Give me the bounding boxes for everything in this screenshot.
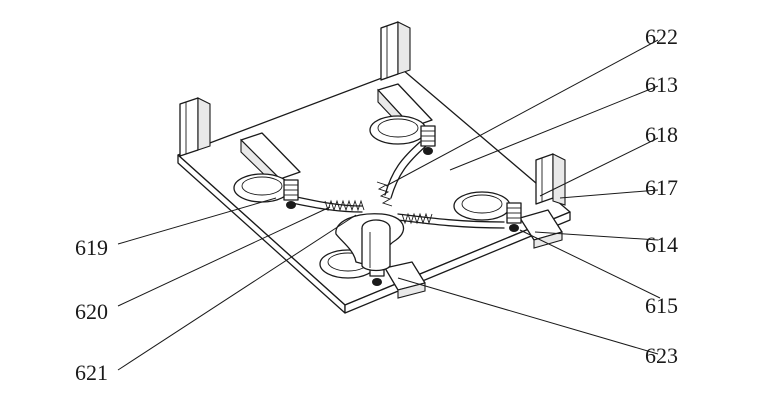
- valve-back: [420, 125, 436, 155]
- label-623: 623: [645, 343, 678, 368]
- label-613: 613: [645, 72, 678, 97]
- corner-post-left: [179, 97, 211, 157]
- bracket-right: [519, 209, 563, 249]
- suction-pad-back: [369, 115, 427, 145]
- label-617: 617: [645, 175, 678, 200]
- central-hub: [335, 213, 405, 272]
- spring-left: [324, 199, 365, 212]
- leader-621: [117, 214, 357, 371]
- spring-right: [401, 212, 433, 225]
- leader-618: [539, 137, 659, 197]
- leader-623: [397, 277, 659, 355]
- label-619: 619: [75, 235, 108, 260]
- corner-post-right: [535, 153, 566, 206]
- valve-right: [506, 202, 522, 232]
- callout-labels: 622 613 618 617 614 615 623 619 620 621: [75, 24, 678, 385]
- leader-620: [117, 206, 331, 307]
- connecting-tubes: [291, 141, 505, 229]
- leader-lines: [117, 39, 661, 371]
- valve-left: [283, 179, 299, 209]
- label-620: 620: [75, 299, 108, 324]
- leader-615: [519, 229, 661, 299]
- leader-619: [117, 197, 277, 245]
- leader-622: [385, 39, 659, 187]
- label-621: 621: [75, 360, 108, 385]
- suction-pad-left: [233, 173, 291, 203]
- suction-pad-right: [453, 191, 511, 221]
- label-618: 618: [645, 122, 678, 147]
- label-615: 615: [645, 293, 678, 318]
- leader-614: [534, 231, 659, 241]
- label-614: 614: [645, 232, 678, 257]
- spring-back: [376, 181, 393, 207]
- leader-617: [559, 189, 659, 199]
- corner-post-back: [380, 21, 411, 81]
- leader-613: [449, 85, 659, 171]
- label-622: 622: [645, 24, 678, 49]
